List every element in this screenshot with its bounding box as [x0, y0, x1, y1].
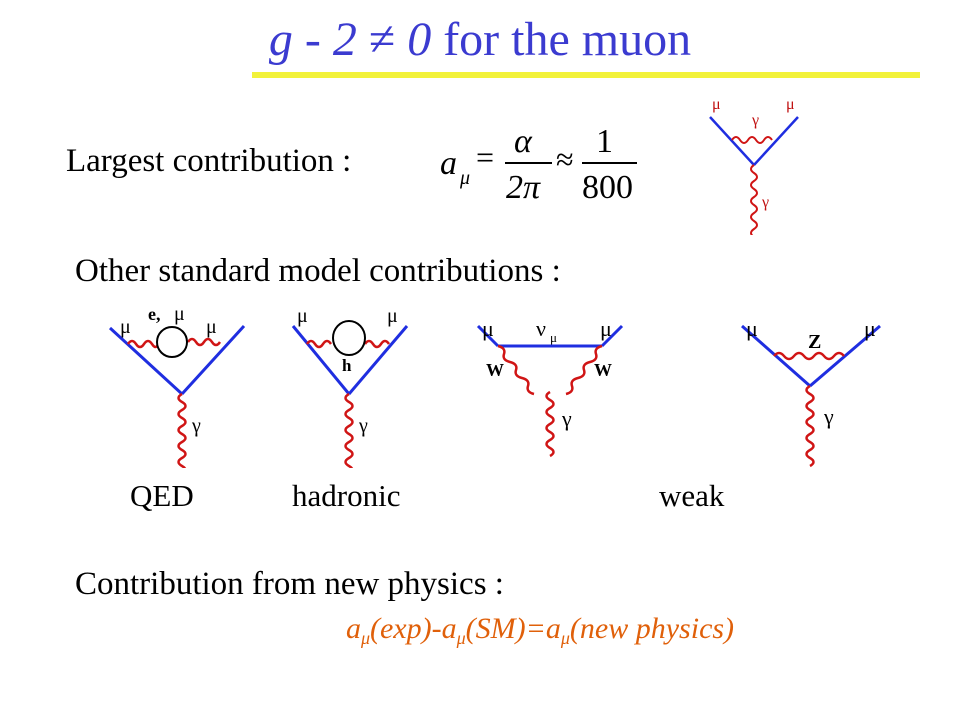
label-w-left: W: [486, 360, 504, 380]
muon-line-right: [180, 324, 246, 396]
external-photon: [750, 164, 758, 235]
new-physics-label: Contribution from new physics :: [75, 566, 504, 602]
eq-sm: (SM)=a: [465, 612, 561, 645]
w-boson-left: [497, 344, 535, 396]
w-boson-right: [565, 344, 603, 396]
photon-left: [126, 339, 160, 349]
label-mu-left: μ: [297, 305, 308, 327]
muon-line-left: [709, 116, 755, 166]
eq-a1: a: [345, 612, 361, 645]
formula-one: 1: [596, 123, 613, 160]
formula-equals: =: [476, 139, 494, 175]
label-gamma: γ: [561, 406, 572, 431]
photon-left: [305, 339, 333, 349]
label-e: e,: [148, 304, 161, 324]
label-gamma-internal: γ: [751, 112, 759, 129]
diagram-qed: μ e, μ μ γ: [108, 303, 246, 468]
label-mu-left: μ: [120, 316, 131, 338]
title-underline: [252, 72, 920, 78]
label-h: h: [342, 356, 352, 375]
muon-line-left: [741, 324, 811, 388]
label-mu-left: μ: [746, 316, 758, 341]
photon-right: [363, 339, 391, 349]
label-gamma-external: γ: [761, 194, 769, 211]
largest-contribution-label: Largest contribution :: [66, 143, 352, 179]
muon-line-right: [753, 116, 799, 166]
hadronic-loop: [332, 320, 366, 356]
muon-line-left: [108, 326, 184, 396]
formula-a-sub: μ: [459, 167, 470, 189]
vacuum-polarization-loop: [156, 326, 188, 358]
category-weak: weak: [659, 478, 725, 513]
label-w-right: W: [594, 360, 612, 380]
muon-line-left: [476, 324, 500, 348]
formula-2pi: 2π: [506, 169, 541, 206]
category-hadronic: hadronic: [292, 478, 401, 513]
label-nu-sub: μ: [550, 330, 557, 345]
label-mu-loop: μ: [174, 303, 185, 325]
muon-line-left: [291, 325, 351, 395]
eq-exp: (exp)-a: [370, 612, 457, 645]
muon-line-right: [347, 325, 409, 395]
title-not-equal: ≠: [368, 13, 396, 66]
label-nu: ν: [536, 316, 546, 341]
eq-sub2: μ: [456, 628, 466, 648]
label-mu-right: μ: [864, 316, 876, 341]
other-contributions-label: Other standard model contributions :: [75, 253, 561, 289]
formula-a: a: [440, 145, 457, 182]
diagram-leading-order: μ γ μ γ: [709, 96, 799, 235]
label-gamma: γ: [823, 404, 834, 429]
muon-line-right: [809, 324, 881, 388]
photon-right: [186, 337, 222, 347]
formula-alpha: α: [514, 123, 533, 160]
title-zero: 0: [407, 13, 432, 66]
schwinger-formula: a μ = α 2π ≈ 1 800: [440, 123, 637, 206]
label-mu-right: μ: [600, 316, 612, 341]
internal-photon: [731, 136, 773, 144]
external-photon: [344, 392, 354, 468]
muon-line-right: [600, 324, 624, 348]
external-photon: [545, 390, 555, 458]
eq-sub1: μ: [360, 628, 370, 648]
eq-sub3: μ: [560, 628, 570, 648]
diagram-hadronic: μ μ h γ: [291, 305, 409, 468]
title-g-minus-2: g - 2: [268, 13, 357, 66]
category-qed: QED: [130, 478, 194, 513]
label-mu-left: μ: [482, 316, 494, 341]
label-mu-right: μ: [206, 316, 217, 338]
label-mu-right: μ: [387, 305, 398, 327]
label-mu-right: μ: [786, 96, 795, 113]
label-z: Z: [808, 331, 821, 353]
label-gamma: γ: [358, 415, 368, 437]
diagram-weak-z: μ Z μ γ: [741, 316, 881, 468]
external-photon: [805, 384, 815, 468]
external-photon: [177, 392, 187, 468]
title-rest: for the muon: [443, 13, 692, 66]
formula-approx: ≈: [556, 141, 574, 177]
eq-new-physics: (new physics): [569, 612, 735, 645]
page-title: g - 2 ≠ 0 for the muon: [0, 12, 960, 67]
label-gamma: γ: [191, 415, 201, 437]
new-physics-equation: aμ(exp)-aμ(SM)=aμ(new physics): [346, 612, 734, 649]
z-boson: [773, 351, 845, 361]
label-mu-left: μ: [712, 96, 721, 113]
diagram-weak-w: μ ν μ μ W W γ: [476, 316, 624, 458]
formula-800: 800: [582, 169, 633, 206]
